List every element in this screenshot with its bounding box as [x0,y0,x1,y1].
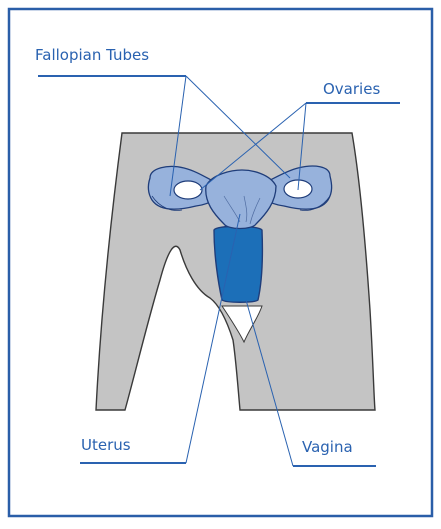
left-ovary [174,181,202,199]
label-uterus: Uterus [81,436,131,454]
label-fallopian-tubes: Fallopian Tubes [35,46,149,64]
label-vagina: Vagina [302,438,353,456]
vagina-shape [214,226,262,302]
label-ovaries: Ovaries [323,80,380,98]
